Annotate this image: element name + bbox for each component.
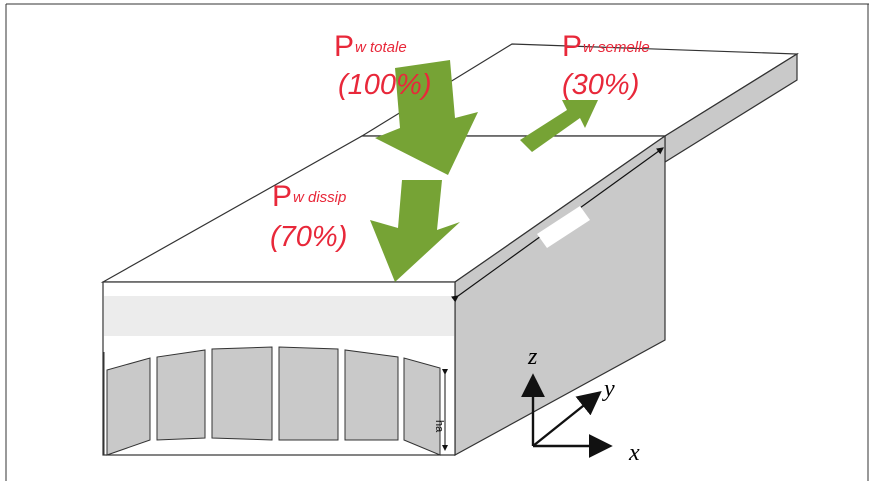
percent-semelle: (30%) <box>562 69 639 101</box>
fin <box>212 347 272 440</box>
percent-dissip: (70%) <box>270 221 347 253</box>
symbol-total: P <box>334 30 354 63</box>
symbol-dissip: P <box>272 180 292 213</box>
subscript-dissip: w dissip <box>293 189 346 206</box>
subscript-total: w totale <box>355 39 407 56</box>
fin <box>107 358 150 455</box>
z-axis-label: z <box>527 344 538 370</box>
fin <box>279 347 338 440</box>
fin <box>345 350 398 440</box>
fin-height-label: ha <box>433 420 445 433</box>
subscript-semelle: w semelle <box>583 39 650 56</box>
fin <box>157 350 205 440</box>
symbol-semelle: P <box>562 30 582 63</box>
x-axis-label: x <box>628 440 640 466</box>
percent-total: (100%) <box>338 69 432 101</box>
y-axis-label: y <box>602 376 615 402</box>
base-plate-band <box>104 296 454 336</box>
fin <box>404 358 440 455</box>
